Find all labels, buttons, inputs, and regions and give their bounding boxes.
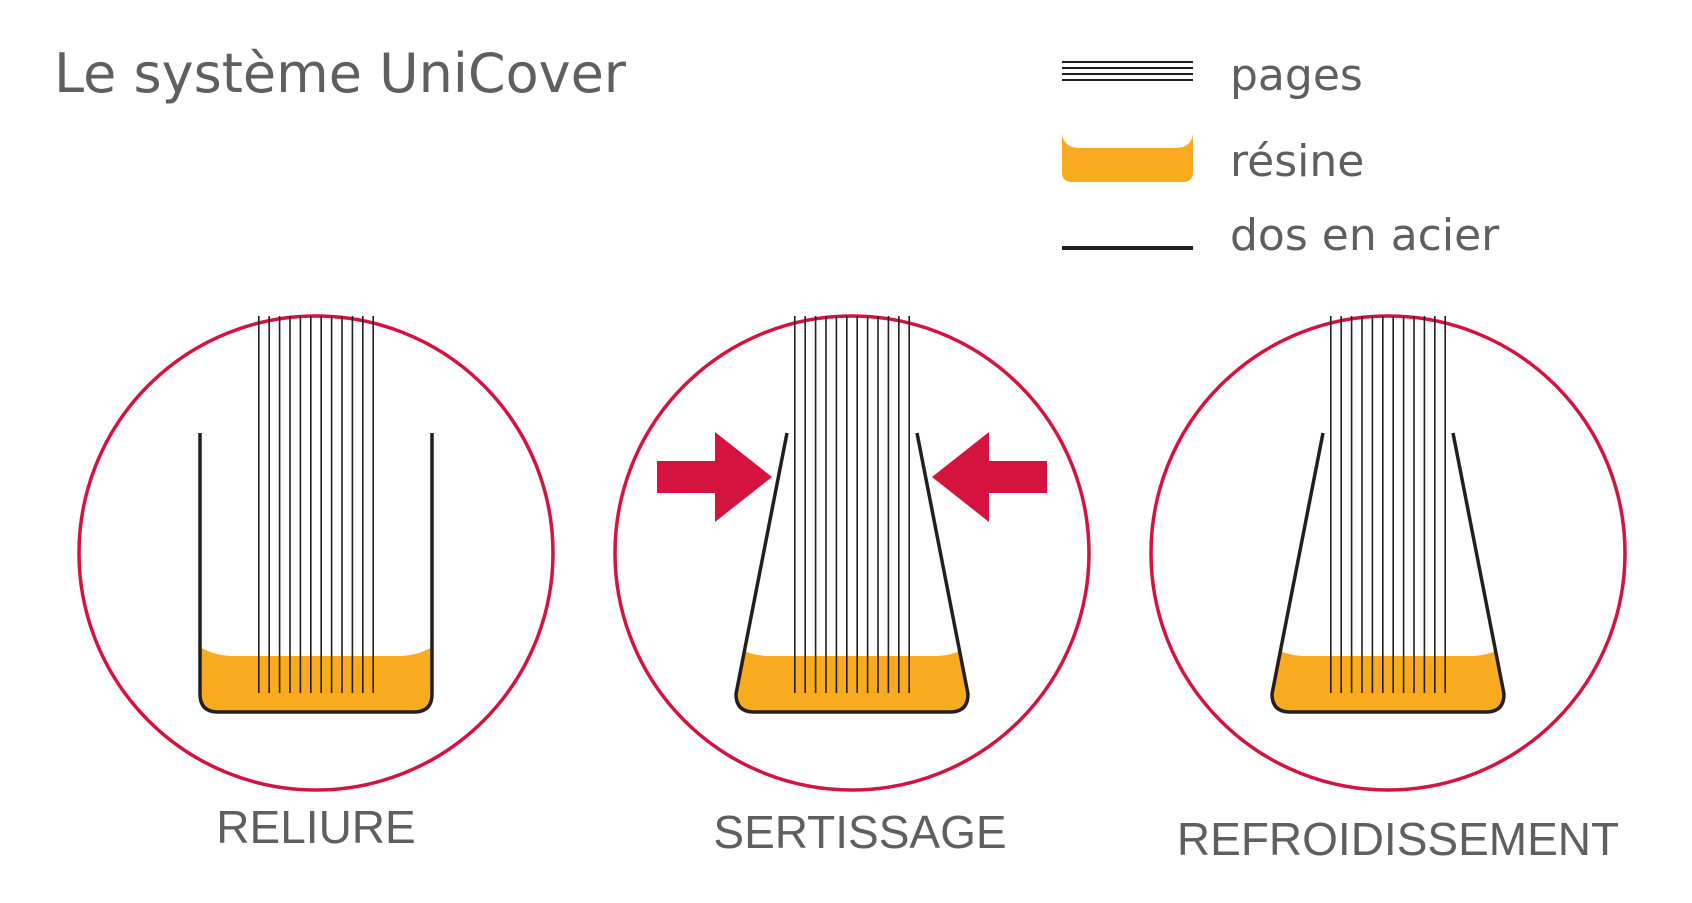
step-label-refroidissement: REFROIDISSEMENT [1176, 813, 1620, 865]
steel-spine [734, 432, 970, 714]
resin-fill [736, 630, 968, 712]
diagram-title: Le système UniCover [54, 42, 627, 105]
spine-legend-icon [1062, 246, 1193, 250]
legend-label-pages: pages [1230, 50, 1363, 101]
step-circle [1149, 314, 1627, 792]
step-illustration [77, 314, 555, 792]
step-circle [77, 314, 555, 792]
legend: pages résine dos en acier [1060, 30, 1620, 270]
steel-spine [198, 433, 434, 714]
legend-label-resin: résine [1230, 136, 1365, 187]
press-arrow-right-icon [932, 432, 1047, 522]
legend-item-pages: pages [1060, 44, 1620, 114]
step-label-reliure: RELIURE [216, 801, 416, 853]
resin-fill [1272, 630, 1504, 712]
step-label-sertissage: SERTISSAGE [713, 806, 1007, 858]
step-circle [613, 314, 1091, 792]
steel-spine [1270, 432, 1506, 714]
step-illustration [1149, 314, 1627, 792]
step-illustration [613, 314, 1091, 792]
pages-legend-icon [1062, 61, 1193, 81]
legend-label-spine: dos en acier [1230, 210, 1500, 261]
legend-item-resin: résine [1060, 128, 1620, 198]
legend-item-spine: dos en acier [1060, 210, 1620, 280]
press-arrow-left-icon [657, 432, 772, 522]
resin-fill [200, 630, 432, 712]
resin-legend-icon [1062, 134, 1193, 182]
